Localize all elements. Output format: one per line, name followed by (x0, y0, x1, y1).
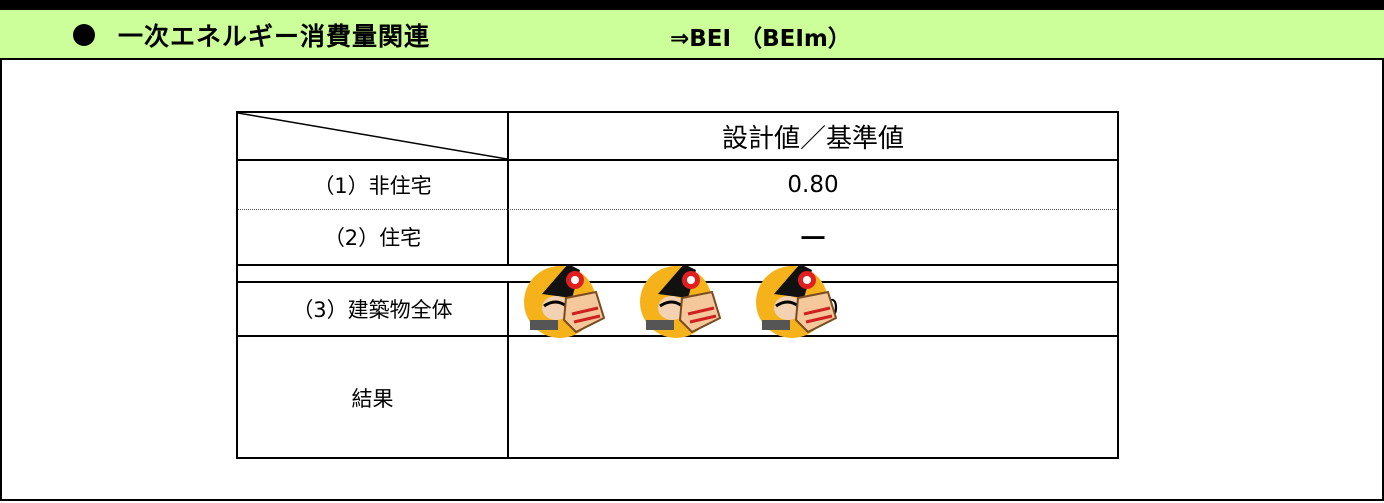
section-header: 一次エネルギー消費量関連 ⇒BEI （BEIm） (0, 8, 1384, 60)
section-subtitle: ⇒BEI （BEIm） (670, 26, 851, 52)
row-label: （2）住宅 (323, 226, 422, 250)
row-divider (238, 159, 1117, 161)
row-label: （1）非住宅 (313, 174, 432, 198)
row-divider (238, 264, 1117, 266)
column-divider (507, 283, 509, 459)
column-header: 設計値／基準値 (721, 123, 904, 154)
diagonal-corner-cell (238, 113, 507, 159)
bullet-icon (73, 24, 95, 46)
mascot-samurai-hand-icon (756, 264, 838, 338)
section-title: 一次エネルギー消費量関連 (118, 22, 431, 51)
row-label: 結果 (351, 387, 394, 411)
mascot-samurai-hand-icon (524, 264, 606, 338)
row-value: 0.80 (787, 172, 839, 198)
top-border (0, 0, 1384, 8)
row-label: （3）建築物全体 (292, 298, 453, 322)
column-divider (507, 113, 509, 265)
row-divider-dotted (238, 209, 1117, 210)
mascot-samurai-hand-icon (640, 264, 722, 338)
row-value: ― (801, 224, 825, 250)
